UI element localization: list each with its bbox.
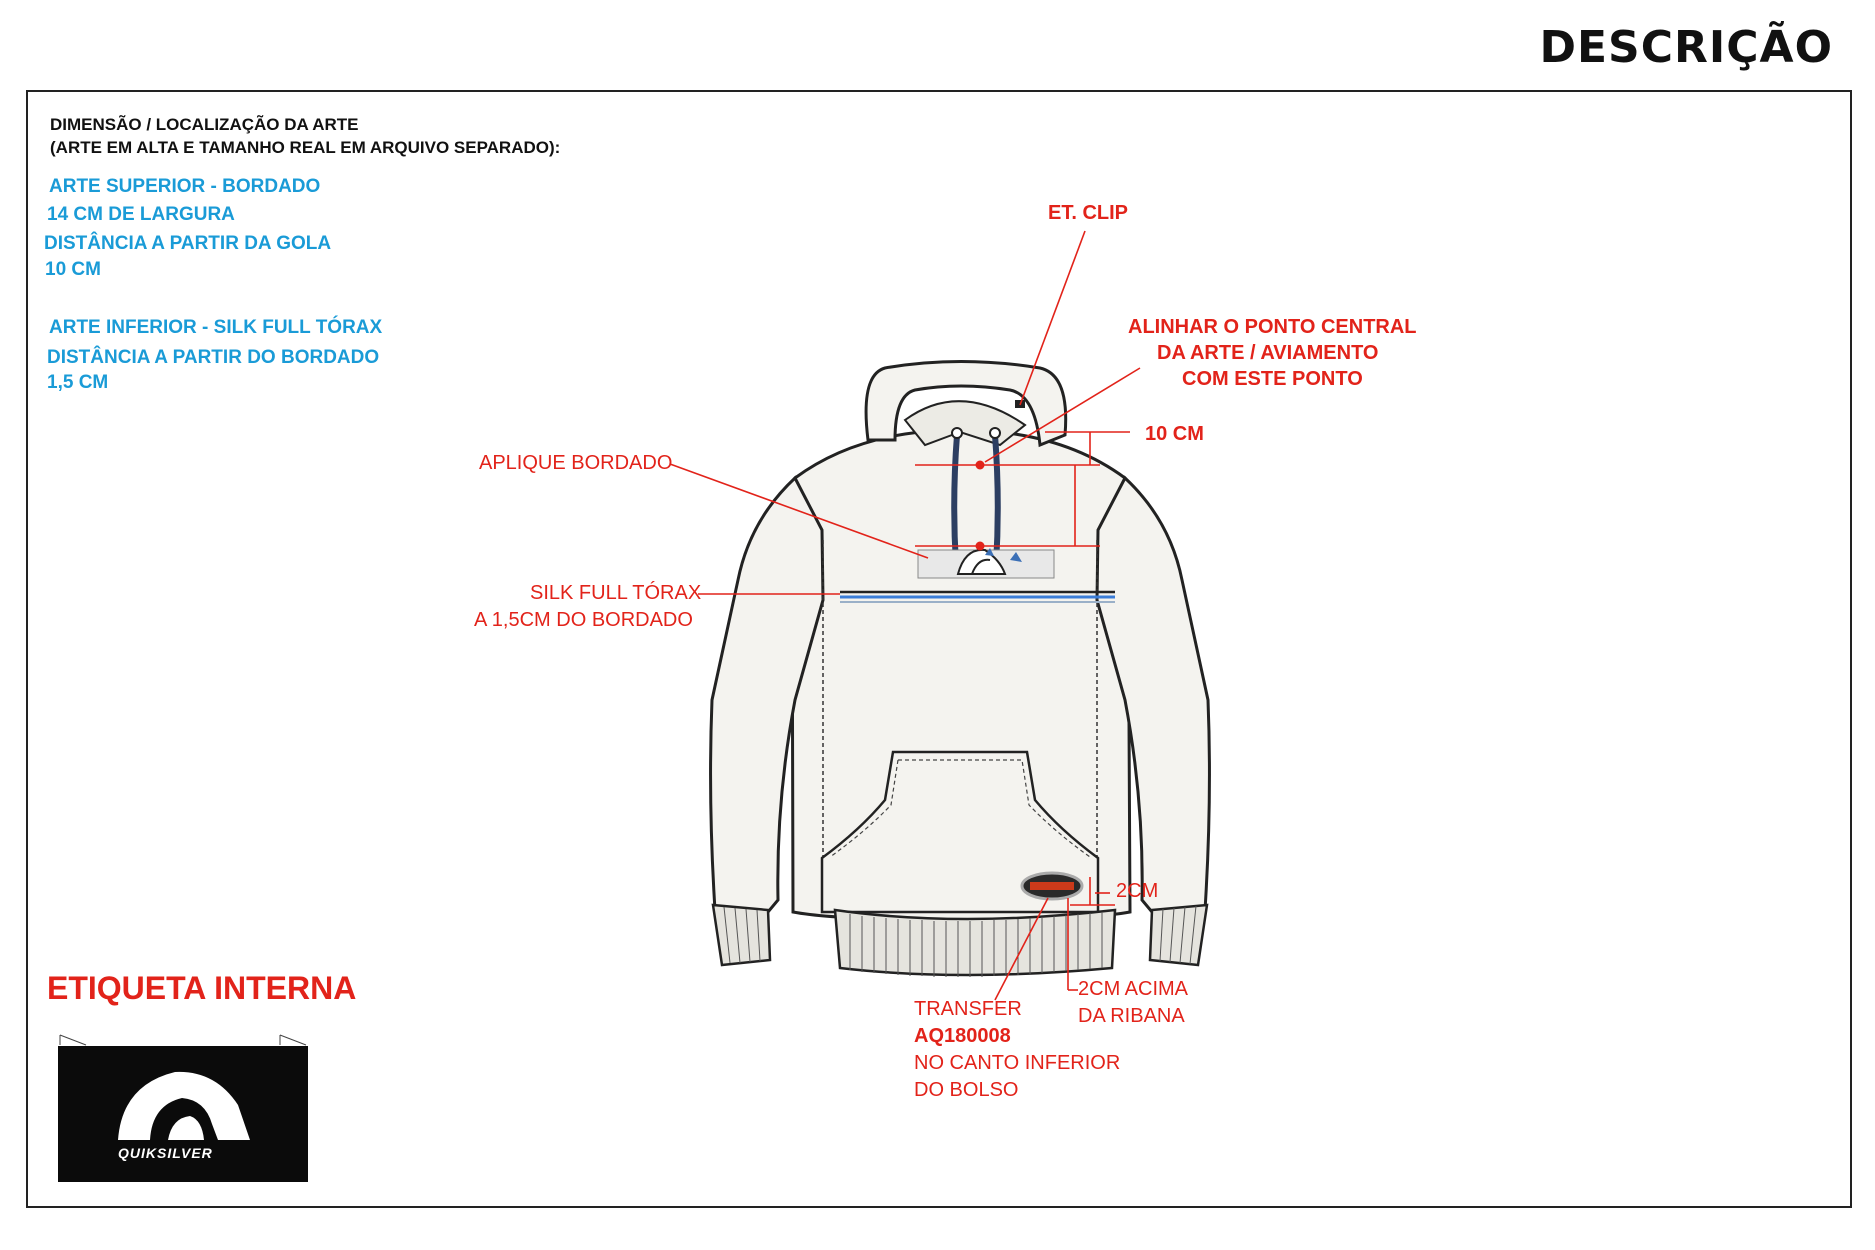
measurement-guides bbox=[669, 230, 1141, 1001]
dimension-header-line2: (ARTE EM ALTA E TAMANHO REAL EM ARQUIVO … bbox=[50, 138, 561, 157]
right-sleeve bbox=[1095, 475, 1211, 914]
upper-art-distance-label: DISTÂNCIA A PARTIR DA GOLA bbox=[44, 233, 332, 254]
annotation-transfer-line4: DO BOLSO bbox=[914, 1079, 1019, 1101]
inner-label-brand-text: QUIKSILVER bbox=[118, 1145, 213, 1161]
annotation-transfer-code: AQ180008 bbox=[914, 1025, 1011, 1047]
annotation-above-line2: DA RIBANA bbox=[1078, 1005, 1185, 1027]
annotation-align-line2: DA ARTE / AVIAMENTO bbox=[1157, 342, 1379, 364]
lower-art-title: ARTE INFERIOR - SILK FULL TÓRAX bbox=[49, 317, 383, 338]
spec-sheet-frame bbox=[26, 90, 1852, 1208]
upper-art-distance-value: 10 CM bbox=[45, 259, 101, 280]
annotation-silk-line2: A 1,5CM DO BORDADO bbox=[474, 609, 693, 631]
waist-ribbing bbox=[833, 908, 1117, 977]
transfer-badge bbox=[1020, 871, 1084, 901]
annotation-aplique-bordado: APLIQUE BORDADO bbox=[479, 452, 673, 474]
embroidery-applique bbox=[917, 548, 1055, 579]
annotation-two-cm: 2CM bbox=[1116, 880, 1159, 902]
dimension-header-line1: DIMENSÃO / LOCALIZAÇÃO DA ARTE bbox=[50, 115, 359, 134]
annotation-silk-line1: SILK FULL TÓRAX bbox=[530, 582, 702, 604]
lower-art-distance-value: 1,5 CM bbox=[47, 372, 109, 393]
left-sleeve bbox=[709, 475, 825, 914]
annotation-align-line3: COM ESTE PONTO bbox=[1182, 368, 1363, 390]
hood bbox=[864, 360, 1068, 448]
annotation-et-clip: ET. CLIP bbox=[1048, 202, 1129, 224]
right-cuff bbox=[1148, 903, 1209, 967]
annotation-transfer-line3: NO CANTO INFERIOR bbox=[914, 1052, 1121, 1074]
inner-label-graphic bbox=[58, 1034, 308, 1182]
inner-label-title: ETIQUETA INTERNA bbox=[47, 970, 357, 1006]
annotation-align-line1: ALINHAR O PONTO CENTRAL bbox=[1128, 316, 1417, 338]
dimension-header: DIMENSÃO / LOCALIZAÇÃO DA ARTE (ARTE EM … bbox=[50, 113, 560, 159]
annotation-ten-cm: 10 CM bbox=[1145, 423, 1204, 445]
upper-art-title: ARTE SUPERIOR - BORDADO bbox=[49, 176, 321, 197]
annotation-above-line1: 2CM ACIMA bbox=[1078, 978, 1189, 1000]
page-title: DESCRIÇÃO bbox=[1539, 22, 1833, 73]
upper-art-width: 14 CM DE LARGURA bbox=[47, 204, 235, 225]
lower-art-distance-label: DISTÂNCIA A PARTIR DO BORDADO bbox=[47, 347, 380, 368]
left-cuff bbox=[711, 903, 772, 967]
annotation-transfer-line1: TRANSFER bbox=[914, 998, 1022, 1020]
